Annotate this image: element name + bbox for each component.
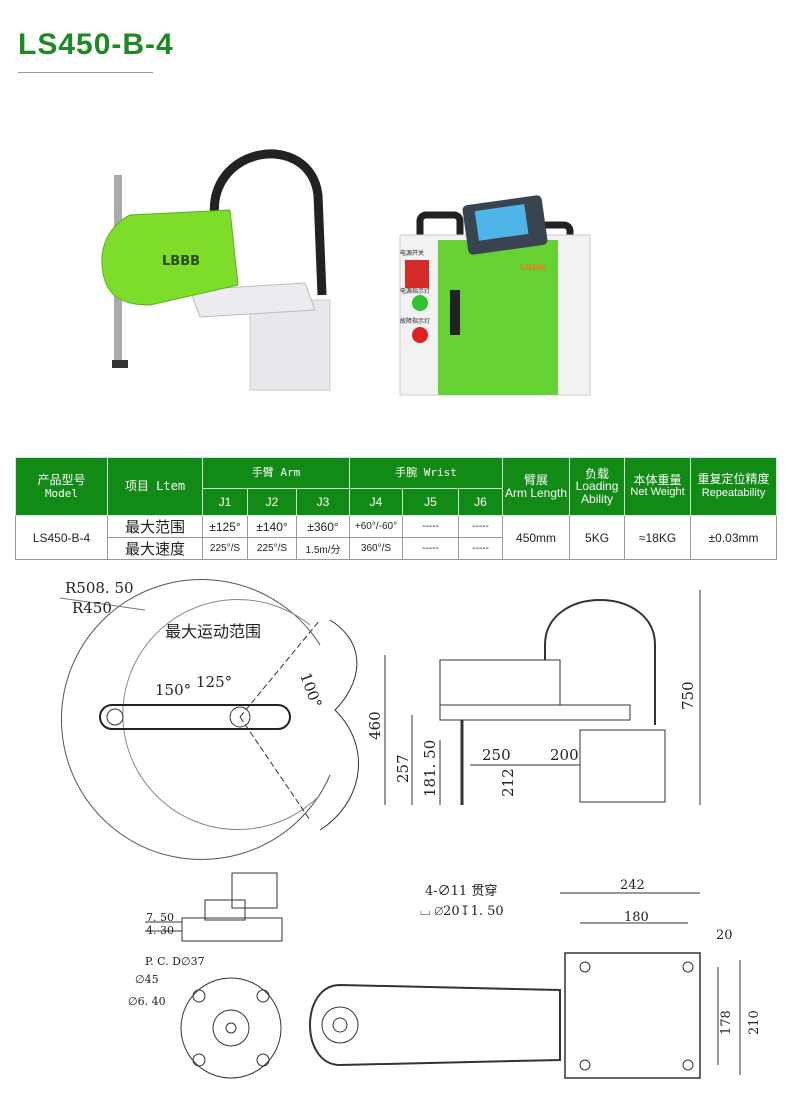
cell: ----- <box>457 515 504 538</box>
base-drawing: 7. 50 4. 30 P. C. D∅37 ∅45 ∅6. 40 <box>128 872 283 1079</box>
label-100deg: 100° <box>296 670 325 710</box>
label-257: 257 <box>394 754 412 783</box>
title-divider <box>18 72 153 73</box>
cell: ----- <box>457 537 504 560</box>
label-212: 212 <box>499 768 517 797</box>
label-210: 210 <box>747 1010 762 1035</box>
label-460: 460 <box>366 711 384 740</box>
power-light-label: 电源指示灯 <box>400 287 430 295</box>
technical-drawings: R508. 50 R450 最大运动范围 100° 150° 125° 460 … <box>59 579 762 1079</box>
mount-drawing: 4-∅11 贯穿 ⌴ ∅20↧1. 50 242 180 20 178 210 <box>309 878 762 1079</box>
cell: ±125° <box>202 515 248 538</box>
label-180: 180 <box>624 910 649 925</box>
label-d45: ∅45 <box>135 973 159 986</box>
row-label: 最大范围 <box>107 515 203 538</box>
label-242: 242 <box>620 878 645 893</box>
cell: 225°/S <box>247 537 297 560</box>
cell: ±360° <box>296 515 350 538</box>
side-view-drawing: 460 257 181. 50 250 200 212 750 <box>366 590 701 805</box>
header-j6: J6 <box>457 488 504 516</box>
page-title: LS450-B-4 <box>18 28 174 61</box>
label-r450: R450 <box>72 599 112 617</box>
controller-image: 电源开关 电源指示灯 故障指示灯 LBBB <box>399 195 591 396</box>
label-178: 178 <box>719 1010 734 1035</box>
label-125deg: 125° <box>196 673 232 691</box>
label-4-30: 4. 30 <box>146 924 174 937</box>
top-view-drawing: R508. 50 R450 最大运动范围 100° 150° 125° <box>59 579 359 860</box>
header-j2: J2 <box>247 488 297 516</box>
label-holes: 4-∅11 贯穿 <box>425 883 497 899</box>
reach-cell: 450mm <box>502 515 571 560</box>
fault-light-label: 故障指示灯 <box>400 317 430 325</box>
label-7-50: 7. 50 <box>146 911 174 924</box>
header-arm: 手臂 Arm <box>202 457 350 489</box>
label-pcd: P. C. D∅37 <box>145 955 205 968</box>
cell: ±140° <box>247 515 297 538</box>
header-j4: J4 <box>349 488 403 516</box>
cell: 360°/S <box>349 537 403 560</box>
table-row: LS450-B-4 最大范围 ±125°±140°±360° +60°/-60°… <box>15 515 778 560</box>
label-counterbore: ⌴ ∅20↧1. 50 <box>420 904 504 919</box>
robot-logo: LBBB <box>162 254 200 269</box>
label-250: 250 <box>482 746 511 764</box>
header-j1: J1 <box>202 488 248 516</box>
header-item: 项目 Ltem <box>107 457 203 516</box>
cell: ----- <box>402 537 459 560</box>
cell: +60°/-60° <box>349 515 403 538</box>
scara-robot-image: LBBB <box>101 149 331 391</box>
label-150deg: 150° <box>155 681 191 699</box>
repeatability-cell: ±0.03mm <box>690 515 778 560</box>
label-d6-40: ∅6. 40 <box>128 995 166 1008</box>
load-cell: 5KG <box>569 515 626 560</box>
cell: 225°/S <box>202 537 248 560</box>
cell: ----- <box>402 515 459 538</box>
header-j5: J5 <box>402 488 459 516</box>
label-181: 181. 50 <box>421 740 439 797</box>
controller-logo: LBBB <box>520 262 546 272</box>
header-wrist: 手腕 Wrist <box>348 457 504 489</box>
label-750: 750 <box>679 681 697 710</box>
power-switch-label: 电源开关 <box>400 249 424 257</box>
cell: 1.5m/分 <box>296 537 350 560</box>
label-max-range: 最大运动范围 <box>165 622 261 641</box>
label-200: 200 <box>550 746 579 764</box>
row-label: 最大速度 <box>107 537 203 560</box>
label-r508: R508. 50 <box>65 579 134 597</box>
weight-cell: ≈18KG <box>624 515 692 560</box>
header-j3: J3 <box>296 488 350 516</box>
model-cell: LS450-B-4 <box>15 515 108 560</box>
label-20: 20 <box>716 928 733 943</box>
